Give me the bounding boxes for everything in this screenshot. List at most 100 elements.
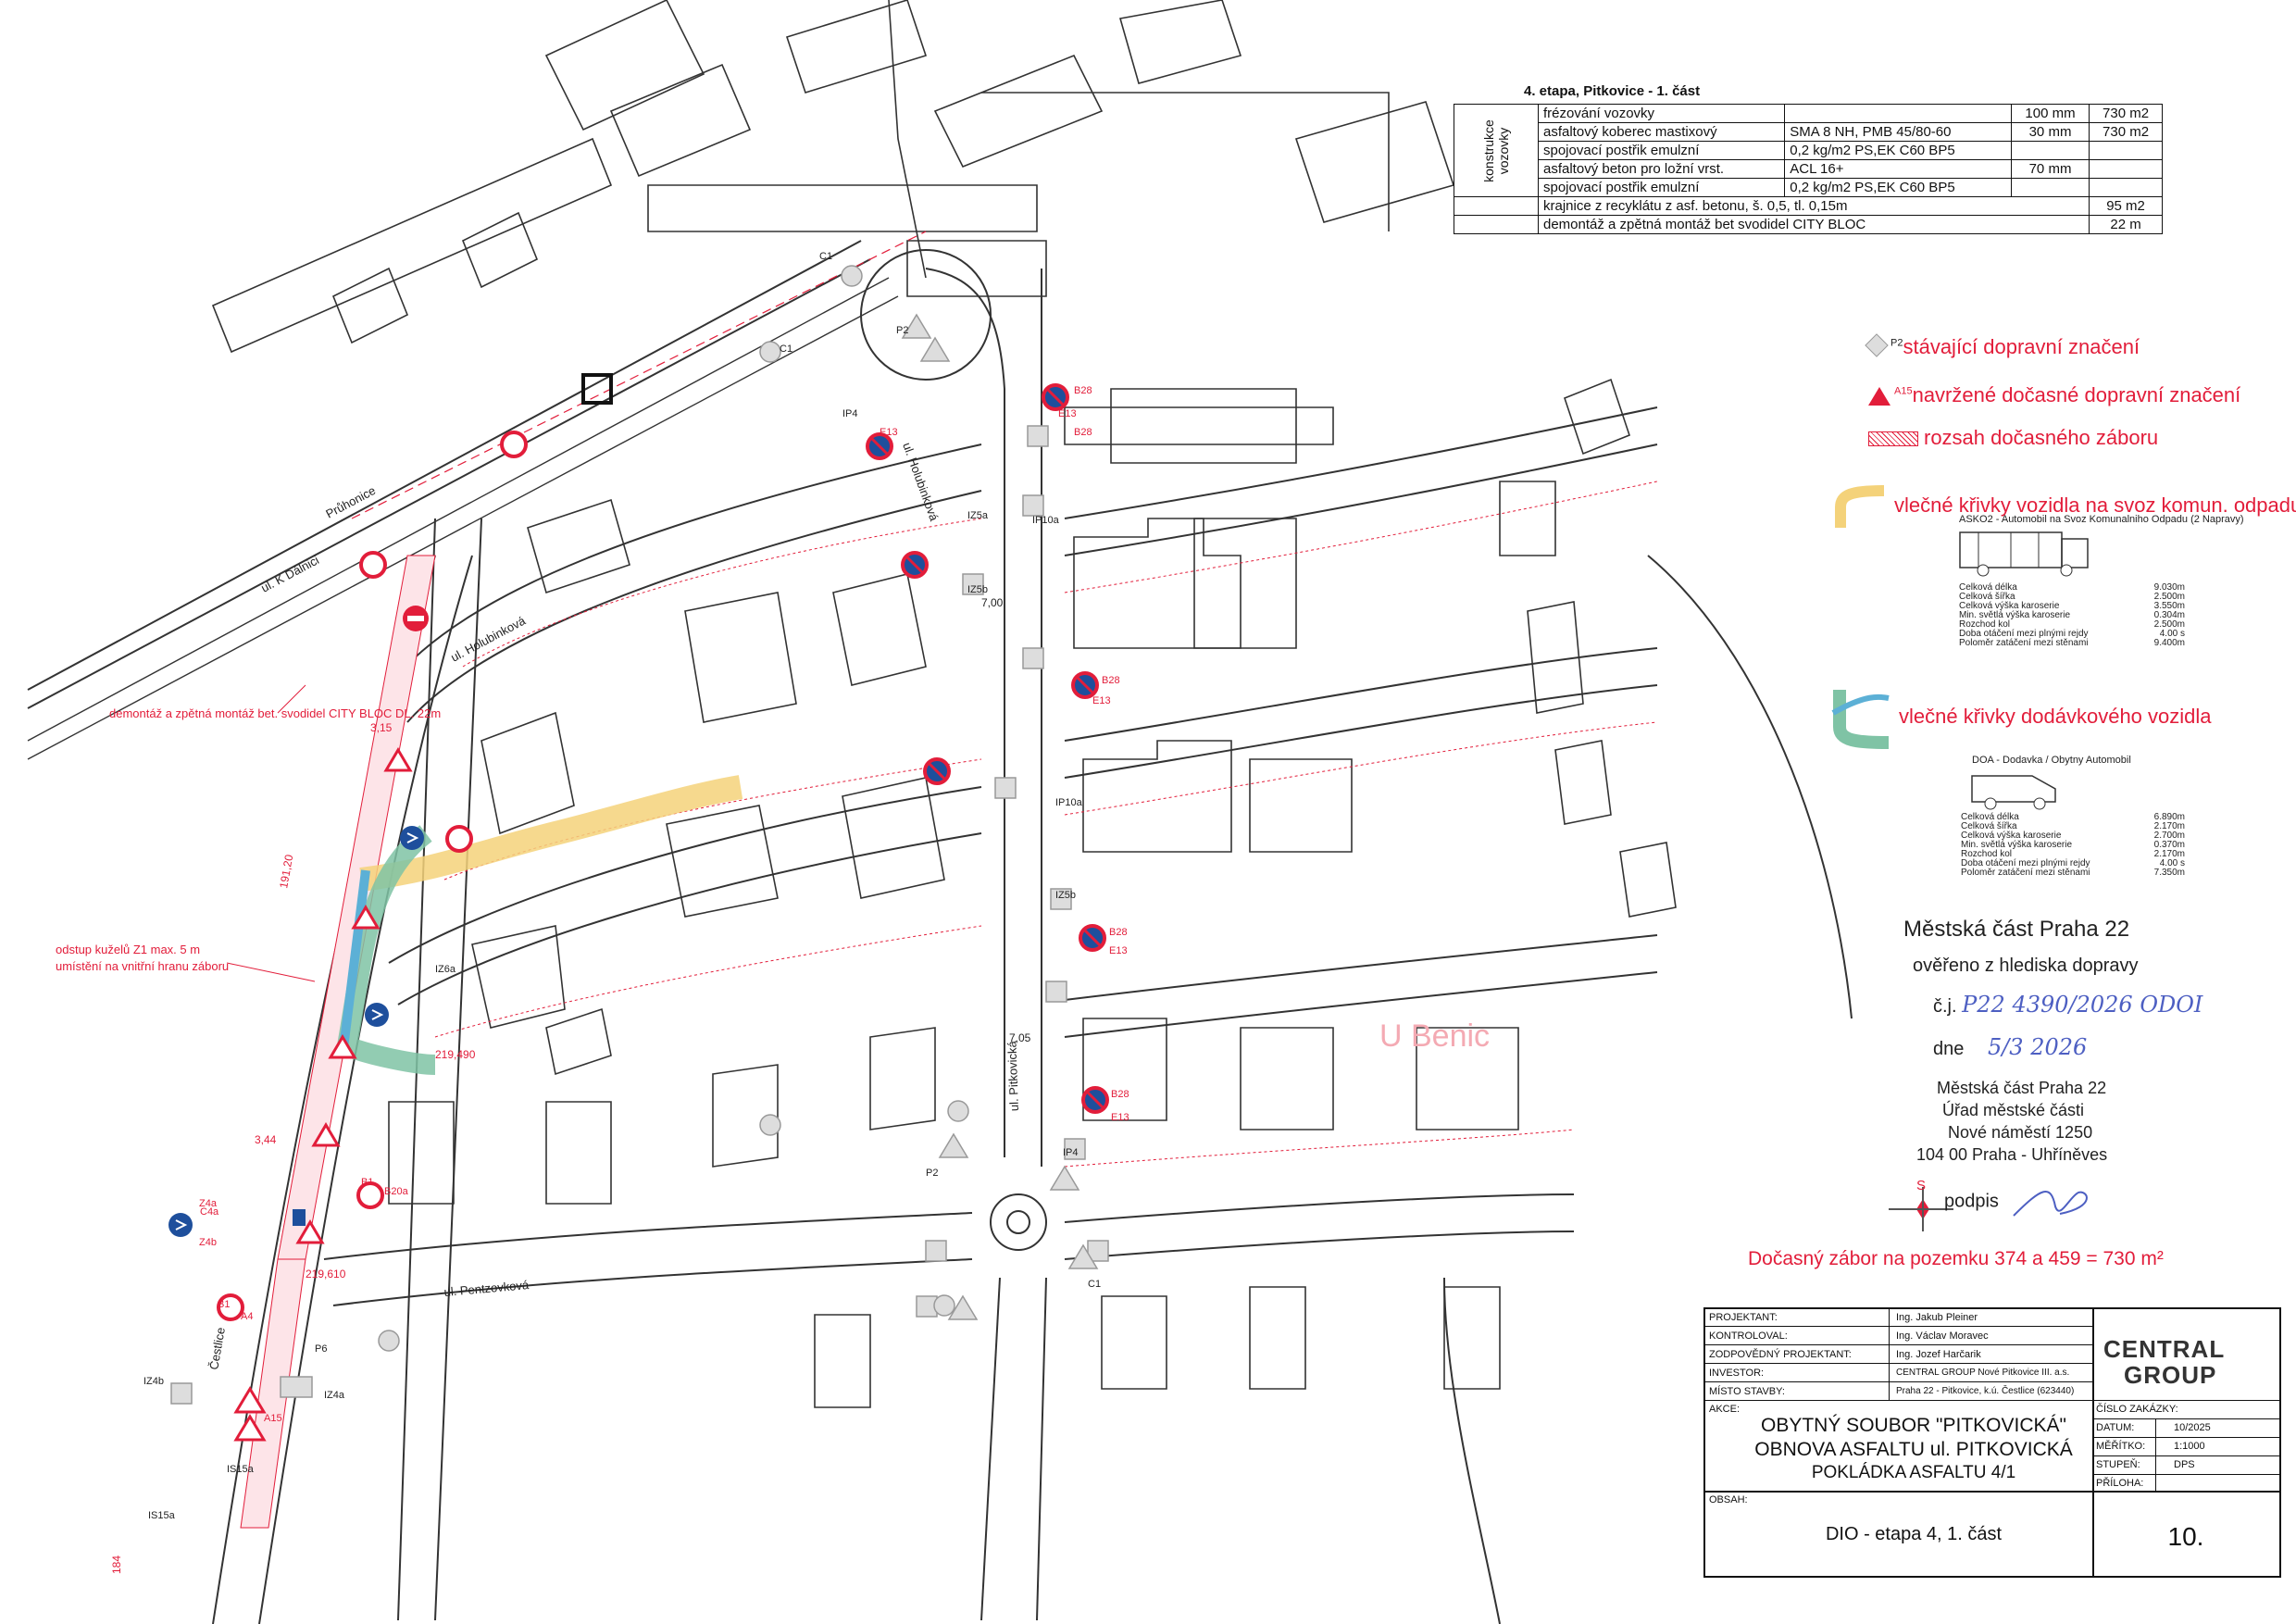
sign-code: IZ5b bbox=[967, 584, 988, 595]
row-area bbox=[2089, 159, 2163, 179]
sign-code: E13 bbox=[1092, 695, 1111, 706]
spec-label: Min. světlá výška karoserie bbox=[1961, 840, 2073, 850]
spec-label: Celková výška karoserie bbox=[1959, 601, 2060, 611]
hatch-swatch-icon bbox=[1868, 431, 1918, 447]
approval-verified: ověřeno z hlediska dopravy bbox=[1913, 956, 2139, 976]
existing-sign-icon bbox=[938, 1132, 969, 1158]
row-thickness bbox=[2010, 141, 2090, 160]
elevation-label: 3,44 bbox=[255, 1133, 277, 1146]
table-row: demontáž a zpětná montáž bet svodidel CI… bbox=[1454, 215, 2163, 234]
cislo-label: ČÍSLO ZAKÁZKY: bbox=[2096, 1404, 2178, 1415]
spec-value: 9.030m bbox=[2153, 582, 2185, 593]
stamp-line: Nové náměstí 1250 bbox=[1948, 1123, 2093, 1142]
existing-sign-icon bbox=[759, 341, 781, 363]
no-entry-sign-icon bbox=[445, 825, 473, 853]
elevation-label: 191,20 bbox=[277, 854, 295, 890]
existing-sign-icon bbox=[1022, 494, 1044, 517]
approval-stamp-text: Městská část Praha 22 Úřad městské části… bbox=[1889, 1077, 2277, 1166]
akce-label: AKCE: bbox=[1709, 1404, 1741, 1415]
row-area bbox=[2089, 141, 2163, 160]
row-spec: 0,2 kg/m2 PS,EK C60 BP5 bbox=[1784, 141, 2012, 160]
warning-sign-icon bbox=[328, 1034, 357, 1059]
legend-van-label: vlečné křivky dodávkového vozidla bbox=[1899, 704, 2212, 728]
spec-value: 0.370m bbox=[2153, 840, 2185, 850]
spec-label: Celková šířka bbox=[1959, 592, 2015, 602]
yellow-curve-icon bbox=[1835, 485, 1885, 528]
garbage-truck-icon bbox=[1959, 531, 2089, 577]
sign-code: Z4b bbox=[199, 1237, 217, 1248]
row-name: krajnice z recyklátu z asf. betonu, š. 0… bbox=[1537, 196, 2090, 216]
spec-value: 4.00 s bbox=[2159, 858, 2185, 868]
existing-sign-icon bbox=[280, 1376, 313, 1398]
odstup-note-line2: umístění na vnitřní hranu záboru bbox=[56, 959, 229, 973]
sign-code: IP10a bbox=[1055, 797, 1083, 808]
existing-sign-icon bbox=[1045, 981, 1067, 1003]
row-name: asfaltový koberec mastixový bbox=[1537, 122, 1786, 142]
approval-podpis-label: podpis bbox=[1944, 1191, 1999, 1212]
row-spec: 0,2 kg/m2 PS,EK C60 BP5 bbox=[1784, 178, 2012, 197]
sign-code: IZ4a bbox=[324, 1390, 345, 1401]
no-parking-sign-icon bbox=[901, 551, 929, 579]
sign-code: E13 bbox=[1058, 408, 1077, 419]
spec-label: Celková délka bbox=[1961, 812, 2019, 822]
sign-code: C4a bbox=[200, 1206, 219, 1218]
sign-code: P6 bbox=[315, 1343, 327, 1355]
spec-value: 2.500m bbox=[2153, 592, 2185, 602]
existing-sign-icon bbox=[919, 336, 951, 362]
warning-sign-icon bbox=[311, 1122, 341, 1147]
stamp-line: Úřad městské části bbox=[1942, 1101, 2085, 1119]
elevation-labels: 219,490 219,610 3,15 3,44 7,05 7,00 184 … bbox=[110, 596, 1031, 1574]
legend-existing-code: P2 bbox=[1890, 337, 1903, 349]
approval-cj-value: P22 4390/2026 ODOI bbox=[1962, 992, 2203, 1018]
spec-label: Doba otáčení mezi plnými rejdy bbox=[1959, 629, 2089, 639]
legend-proposed-label: navržené dočasné dopravní značení bbox=[1912, 383, 2241, 406]
sign-code: C1 bbox=[780, 344, 792, 355]
existing-sign-icon bbox=[841, 265, 863, 287]
spec-value: 2.700m bbox=[2153, 831, 2185, 841]
garbage-truck-title: ASKO2 - Automobil na Svoz Komunalniho Od… bbox=[1959, 514, 2244, 525]
approval-dne-row: dne 5/3 2026 bbox=[1889, 1034, 2277, 1060]
sign-code: B20a bbox=[384, 1186, 409, 1197]
row-area: 22 m bbox=[2089, 215, 2163, 234]
approval-dne-label: dne bbox=[1933, 1039, 1965, 1059]
turning-curve-van bbox=[335, 825, 436, 1075]
investor-label: INVESTOR: bbox=[1709, 1368, 1765, 1379]
sign-code: B28 bbox=[1102, 675, 1120, 686]
sign-code: IZ4b bbox=[144, 1376, 164, 1387]
sign-code: C1 bbox=[819, 251, 832, 262]
street-label: ul. Pentzovková bbox=[443, 1278, 530, 1299]
sign-code: IZ6a bbox=[435, 964, 456, 975]
spec-label: Celková délka bbox=[1959, 582, 2017, 593]
stupen-label: STUPEŇ: bbox=[2096, 1459, 2140, 1470]
existing-sign-icon bbox=[962, 573, 984, 595]
info-sign-icon bbox=[293, 1209, 306, 1226]
odstup-note-line1: odstup kuželů Z1 max. 5 m bbox=[56, 943, 200, 956]
zodp-value: Ing. Jozef Harčarik bbox=[1896, 1349, 1981, 1360]
sign-code: A15 bbox=[264, 1413, 282, 1424]
keep-left-sign-icon bbox=[365, 1003, 389, 1027]
sign-code: IS15a bbox=[148, 1510, 176, 1521]
keep-left-sign-icon bbox=[400, 826, 424, 850]
misto-value: Praha 22 - Pitkovice, k.ú. Čestlice (623… bbox=[1896, 1386, 2075, 1396]
street-label: ul. Pitkovická bbox=[1004, 1040, 1021, 1111]
existing-sign-icon bbox=[1865, 333, 1889, 357]
existing-sign-icon bbox=[378, 1330, 400, 1352]
priloha-label: PŘÍLOHA: bbox=[2096, 1478, 2144, 1489]
no-entry-sign-icon bbox=[356, 1181, 384, 1209]
obsah-label: OBSAH: bbox=[1709, 1494, 1748, 1505]
legend-existing-label: stávající dopravní značení bbox=[1903, 335, 2140, 358]
spec-value: 9.400m bbox=[2153, 638, 2185, 648]
existing-sign-icon bbox=[1064, 1138, 1086, 1160]
stupen-value: DPS bbox=[2174, 1459, 2195, 1470]
akce-line3: POKLÁDKA ASFALTU 4/1 bbox=[1811, 1463, 2016, 1482]
title-block: PROJEKTANT: Ing. Jakub Pleiner KONTROLOV… bbox=[1703, 1307, 2281, 1578]
approval-stamp: Městská část Praha 22 ověřeno z hlediska… bbox=[1889, 917, 2277, 1225]
misto-label: MÍSTO STAVBY: bbox=[1709, 1386, 1785, 1397]
sign-code: B1 bbox=[361, 1177, 373, 1188]
spec-label: Rozchod kol bbox=[1959, 619, 2011, 630]
van-title: DOA - Dodavka / Obytny Automobil bbox=[1972, 755, 2131, 766]
sign-code: Z4a bbox=[199, 1198, 218, 1209]
